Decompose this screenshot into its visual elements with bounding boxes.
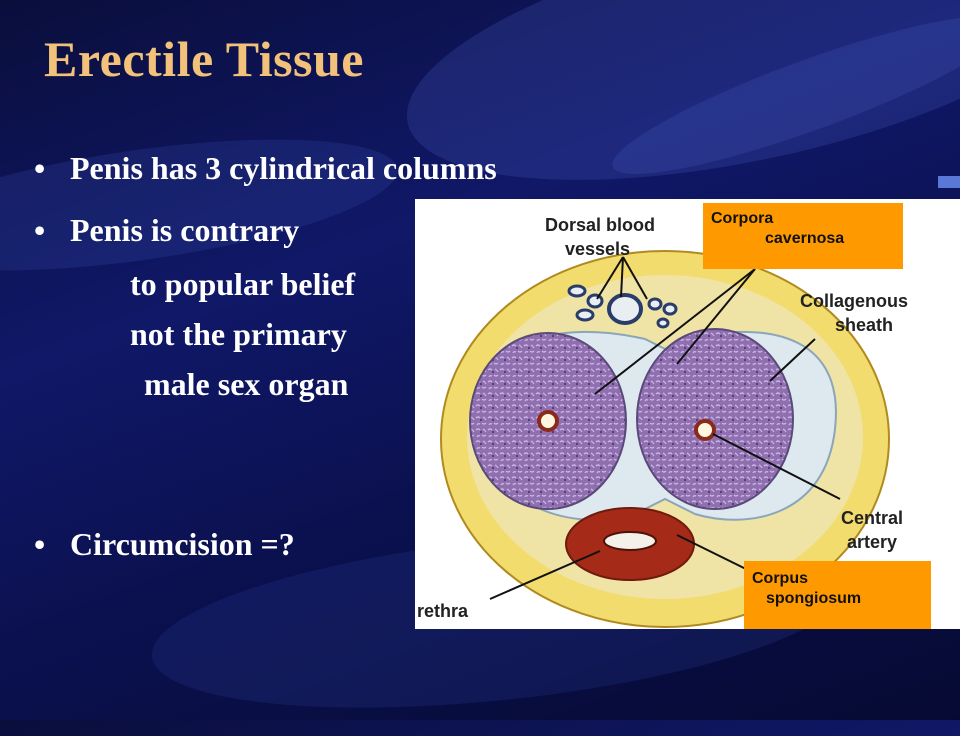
slide-title: Erectile Tissue [44,31,364,87]
central-artery-left [537,410,559,432]
callout-text: Corpora [711,210,774,227]
background-streak [600,0,960,200]
dorsal-vessel [647,297,663,311]
label-artery: artery [847,532,897,552]
bullet-item: • Circumcision =? [34,526,295,563]
bullet-marker: • [34,150,46,186]
label-central: Central [841,508,903,528]
label-urethra: rethra [417,601,469,621]
bullet-continuation: male sex organ [144,366,349,402]
leader-lines [489,256,841,600]
callout-corpus-spongiosum: Corpus spongiosum [744,561,931,629]
dorsal-vein [607,293,643,325]
callout-text: Corpus [752,570,808,587]
dorsal-vessel [567,284,587,298]
bullet-text: Penis is contrary [70,212,300,248]
cross-section-figure: Dorsal blood vessels Collagenous sheath … [415,199,960,629]
label-vessels: vessels [565,239,630,259]
dorsal-vessel [575,308,595,322]
label-sheath: sheath [835,315,893,335]
bullet-marker: • [34,526,46,562]
dorsal-vessel [662,302,678,316]
bullet-item: • Penis has 3 cylindrical columns [34,150,497,187]
dorsal-vessel [656,317,670,329]
label-dorsal-blood: Dorsal blood [545,215,655,235]
callout-corpora-cavernosa: Corpora cavernosa [703,203,903,269]
edge-decoration [938,176,960,188]
bullet-text: Penis has 3 cylindrical columns [70,150,497,186]
callout-text: spongiosum [766,590,862,607]
background-streak [384,0,960,231]
central-artery-right [694,419,716,441]
urethra-lumen [603,531,657,551]
dorsal-vessel [586,293,604,309]
penis-cross-section-diagram: Dorsal blood vessels Collagenous sheath … [417,215,908,628]
bullet-marker: • [34,212,46,248]
bullet-continuation: to popular belief [130,266,356,302]
bullet-text: Circumcision =? [70,526,295,562]
callout-text: cavernosa [765,230,845,247]
bullet-item: • Penis is contrary [34,212,299,249]
bullet-continuation: not the primary [130,316,347,352]
corpus-cavernosum-right [636,328,794,510]
label-collagenous: Collagenous [800,291,908,311]
